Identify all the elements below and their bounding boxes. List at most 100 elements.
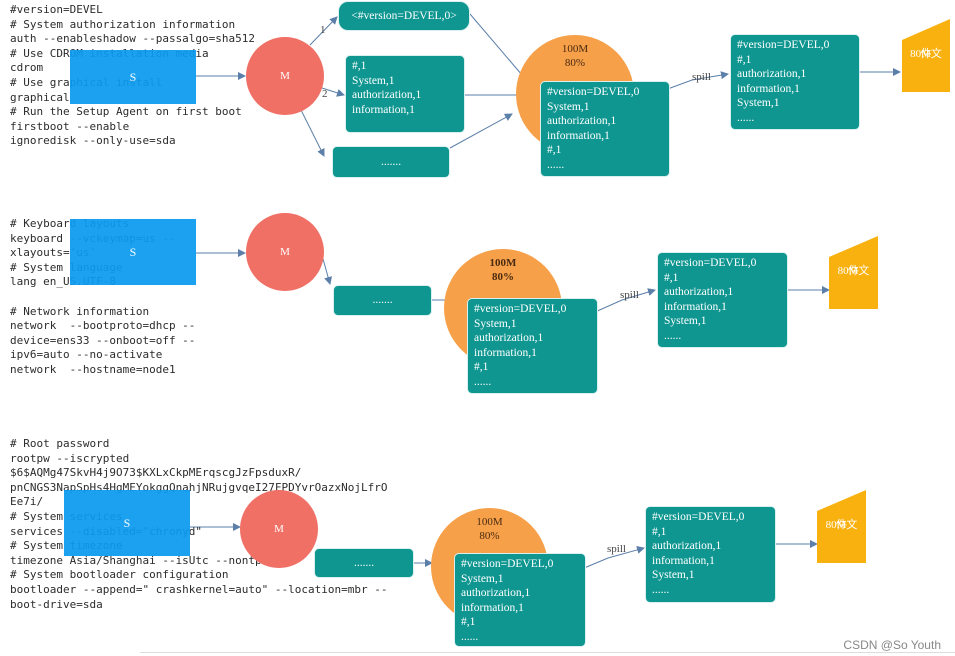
- text-line: authorization,1: [547, 115, 617, 128]
- text-line: information,1: [547, 129, 610, 142]
- s2-dots-box: .......: [333, 285, 432, 316]
- s3-dots-box: .......: [314, 548, 414, 578]
- text-line: System,1: [474, 317, 517, 330]
- text-line: #version=DEVEL,0: [474, 303, 567, 315]
- s1-m-label: M: [280, 70, 290, 82]
- text-line: #,1: [737, 53, 752, 66]
- arrow-s1-dots-to-buffer: [449, 113, 513, 149]
- text-line: 100M: [561, 43, 589, 55]
- text-line: timezone Asia/Shanghai --isUtc --nontp: [10, 553, 262, 567]
- s3-s-box: S: [64, 490, 190, 556]
- text-line: authorization,1: [352, 89, 422, 102]
- text-line: #,1: [652, 525, 667, 538]
- s1-dots-text: .......: [380, 155, 402, 168]
- text-line: 80%: [479, 530, 500, 542]
- text-line: $6$AQMg47SkvH4j9O73$KXLxCkpMErqscgJzFpsd…: [10, 466, 302, 480]
- text-line: 80%: [491, 271, 514, 283]
- text-line: ......: [652, 583, 670, 596]
- text-line: #,1: [461, 616, 476, 629]
- text-line: #,1: [352, 60, 367, 72]
- text-line: ipv6=auto --no-activate: [10, 348, 163, 362]
- s2-s-box: S: [70, 219, 196, 285]
- s1-s-box: S: [70, 50, 196, 104]
- arrow-s1-version-to-buffer: [469, 13, 529, 83]
- text-line: ......: [547, 158, 565, 171]
- text-line: 件: [836, 519, 847, 531]
- text-line: System,1: [461, 572, 504, 585]
- arrow-s1-m-to-dots: [299, 107, 325, 157]
- text-line: bootloader --append=" crashkernel=auto" …: [10, 582, 388, 596]
- text-line: authorization,1: [461, 587, 531, 600]
- s1-file-shape: 80M文件: [902, 19, 950, 92]
- s3-file-shape: 80M文件: [817, 490, 866, 563]
- text-line: System,1: [547, 100, 590, 113]
- text-line: cdrom: [10, 61, 44, 75]
- arrow-s1-m-to-version: [309, 16, 338, 46]
- text-line: # System authorization information: [10, 17, 236, 31]
- s1-m-circle: M: [246, 37, 324, 115]
- text-line: auth --enableshadow --passalgo=sha512: [10, 32, 256, 46]
- text-line: information,1: [652, 554, 715, 567]
- s3-buffer-label: 100M 80%: [476, 515, 502, 543]
- s2-m-label: M: [280, 246, 290, 258]
- s1-buffer-label: 100M 80%: [562, 42, 588, 70]
- text-line: authorization,1: [474, 332, 544, 345]
- text-line: # Root password: [10, 437, 110, 450]
- s1-version-box: <#version=DEVEL,0>: [338, 1, 470, 31]
- text-line: ......: [474, 375, 492, 388]
- text-line: 80M文: [825, 519, 858, 531]
- text-line: information,1: [474, 346, 537, 359]
- text-line: #,1: [664, 271, 679, 284]
- text-line: System,1: [737, 97, 780, 110]
- s3-dots-text: .......: [353, 556, 375, 569]
- s2-dots-text: .......: [372, 294, 393, 307]
- text-line: 100M: [476, 516, 503, 528]
- text-line: network --bootproto=dhcp --: [10, 319, 196, 333]
- text-line: authorization,1: [652, 540, 722, 553]
- s1-arrow-label-2: 2: [322, 88, 328, 100]
- text-line: 80M文: [910, 48, 942, 60]
- text-line: System,1: [664, 315, 707, 328]
- text-line: #,1: [547, 144, 562, 157]
- text-line: 80M文: [837, 265, 870, 277]
- text-line: boot-drive=sda: [10, 597, 103, 611]
- text-line: ......: [664, 329, 682, 342]
- text-line: information,1: [664, 300, 727, 313]
- text-line: #version=DEVEL,0: [461, 558, 554, 570]
- text-line: graphical: [10, 90, 70, 104]
- text-line: firstboot --enable: [10, 119, 130, 133]
- text-line: # Run the Setup Agent on first boot: [10, 105, 242, 119]
- text-line: #,1: [474, 361, 489, 374]
- s1-arrow-label-1: 1: [320, 24, 326, 36]
- text-line: #version=DEVEL: [10, 3, 103, 16]
- text-line: 100M: [489, 257, 517, 269]
- text-line: #version=DEVEL,0: [547, 86, 640, 98]
- text-line: Ee7i/: [10, 495, 44, 509]
- text-line: rootpw --iscrypted: [10, 451, 130, 465]
- s2-buffer-label: 100M 80%: [490, 256, 517, 284]
- text-line: [10, 290, 195, 305]
- text-line: # System bootloader configuration: [10, 568, 229, 582]
- text-line: authorization,1: [737, 68, 807, 81]
- text-line: information,1: [461, 601, 524, 614]
- text-line: 80%: [564, 57, 586, 69]
- s2-m-circle: M: [246, 213, 324, 291]
- s3-m-label: M: [274, 523, 284, 535]
- s1-dots-box: .......: [332, 146, 450, 178]
- s2-s-label: S: [129, 244, 137, 259]
- s1-s-label: S: [129, 69, 137, 84]
- text-line: System,1: [652, 569, 695, 582]
- text-line: 件: [848, 265, 859, 277]
- code-block-1: #version=DEVEL# System authorization inf…: [10, 3, 255, 149]
- text-line: #version=DEVEL,0: [652, 511, 745, 523]
- s1-spill-label: spill: [692, 71, 711, 83]
- text-line: ignoredisk --only-use=sda: [10, 134, 176, 148]
- text-line: ......: [737, 111, 755, 124]
- text-line: System,1: [352, 74, 395, 87]
- text-line: authorization,1: [664, 286, 734, 299]
